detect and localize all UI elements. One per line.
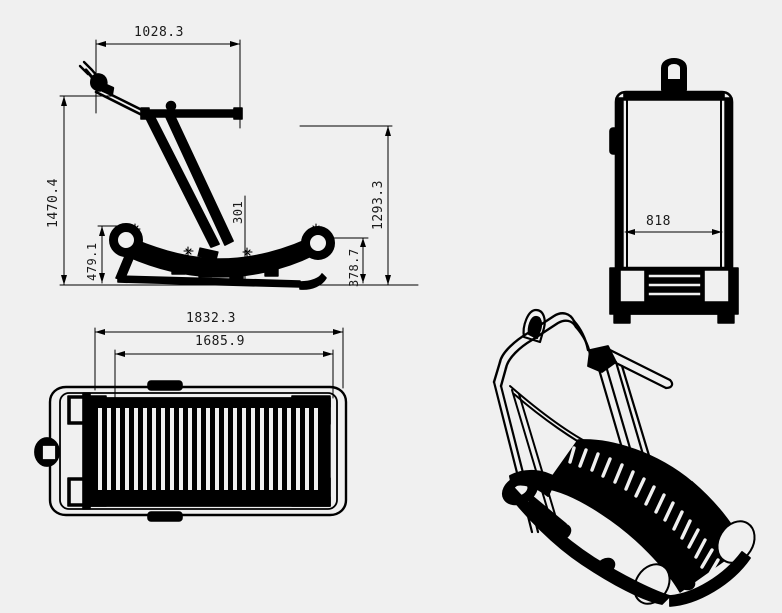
isometric-view [470,300,782,613]
side-front-roller [109,223,143,257]
iso-handlebar-joint [587,345,617,373]
front-feet [613,307,735,324]
top-belt-slats [98,408,318,490]
top-inner-frame [59,392,338,510]
dim-overall-length [94,327,344,391]
dim-deck-length [114,349,334,401]
side-upper-frame [91,84,148,120]
front-deck-block [609,267,739,315]
top-plan-view: 1832.3 1685.9 [20,310,360,540]
front-frame-outer [614,90,734,270]
dim-label-front-roller-height: 479.1 [85,242,99,281]
front-top-crossbar [623,92,725,101]
top-side-knob [34,437,60,467]
side-handlebar [140,100,243,120]
dim-label-deck-length: 1685.9 [195,334,245,349]
iso-left-chassis-plate [523,495,567,541]
dim-overall-height [59,95,419,286]
top-left-divider [82,392,91,510]
iso-console-frame [492,312,592,388]
side-chassis-detail [167,247,246,271]
dim-label-overall-length: 1832.3 [186,311,236,326]
dim-label-console-height: 1293.3 [371,180,386,230]
dim-label-rear-roller-height: 378.7 [347,248,361,287]
front-grab-handle [661,58,687,91]
dim-label-overall-height: 1470.4 [46,178,61,228]
top-handle-tabs [147,380,183,522]
front-elevation-view: 818 [580,40,780,324]
front-vertical-posts [615,97,733,269]
dim-console-height [299,125,393,286]
top-outer-frame [48,385,348,517]
front-frame-inner [626,97,722,269]
dim-label-handlebar-length: 1028.3 [134,25,184,40]
side-elevation-view: 1028.3 1470.4 479.1 1293.3 378.7 301 [0,0,420,310]
iso-deck-slats [568,446,720,579]
side-adjuster-marks [129,223,322,258]
iso-handlebar [600,346,674,390]
dim-label-deck-low-point: 301 [231,200,245,224]
side-support-posts [145,116,234,248]
dim-label-overall-width: 818 [646,214,671,229]
side-rear-roller [301,226,335,260]
dim-overall-width [624,229,723,235]
